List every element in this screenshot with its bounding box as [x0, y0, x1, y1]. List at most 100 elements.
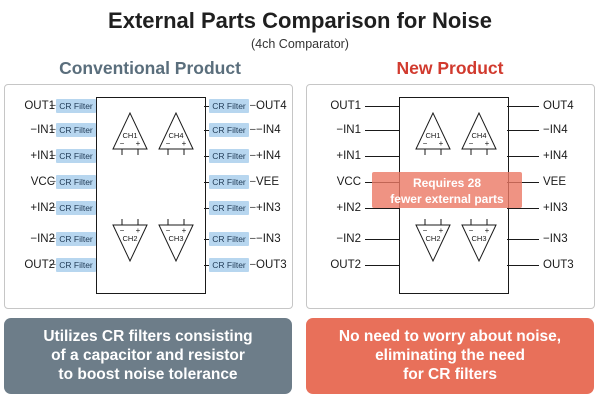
- connector-dash: –: [250, 150, 256, 161]
- pin-label: VEE: [543, 176, 567, 188]
- conventional-caption: Utilizes CR filters consisting of a capa…: [4, 318, 292, 394]
- cr-filter-box: CR Filter: [56, 123, 96, 137]
- pin-label: OUT4: [543, 100, 574, 112]
- new-product-caption: No need to worry about noise, eliminatin…: [306, 318, 594, 394]
- cr-filter-box: CR Filter: [56, 149, 96, 163]
- comparator-triangle: [112, 111, 148, 150]
- pin-wire: [204, 106, 209, 107]
- caption-line: eliminating the need: [375, 347, 525, 364]
- pin-wire: [204, 265, 209, 266]
- channel-label: CH2: [122, 234, 137, 243]
- pin-label: −IN2: [336, 233, 361, 245]
- conventional-heading: Conventional Product: [59, 58, 241, 78]
- input-sign: −: [423, 139, 428, 148]
- comparator-triangle: [158, 111, 194, 150]
- pin-label: −IN1: [30, 124, 55, 136]
- pin-label: −IN3: [256, 233, 281, 245]
- connector-dash: –: [250, 176, 256, 187]
- pin-wire: [204, 182, 209, 183]
- connector-dash: –: [250, 124, 256, 135]
- comparator-amplifiers: CH1−+CH4−+CH2−+CH3−+: [112, 111, 194, 263]
- pin-label: +IN3: [543, 202, 568, 214]
- channel-label: CH1: [122, 131, 137, 140]
- channel-label: CH1: [425, 131, 440, 140]
- pin-wire: [507, 130, 539, 131]
- comparator-triangle: [112, 224, 148, 263]
- input-sign: +: [439, 139, 444, 148]
- connector-dash: –: [50, 202, 56, 213]
- pin-label: +IN4: [543, 150, 568, 162]
- caption-line: to boost noise tolerance: [58, 366, 238, 383]
- pin-label: −IN4: [256, 124, 281, 136]
- input-sign: −: [166, 226, 171, 235]
- cr-filter-box: CR Filter: [209, 149, 249, 163]
- pin-label: OUT1: [24, 100, 55, 112]
- comparator-amplifiers: CH1−+CH4−+CH2−+CH3−+: [415, 111, 497, 263]
- pin-label: +IN2: [30, 202, 55, 214]
- input-sign: +: [485, 226, 490, 235]
- callout-line-1: Requires 28: [412, 176, 482, 190]
- pin-label: −IN1: [336, 124, 361, 136]
- pin-wire: [365, 156, 399, 157]
- pin-wire: [365, 208, 399, 209]
- input-sign: +: [136, 226, 141, 235]
- pin-label: OUT1: [330, 100, 361, 112]
- pin-label: OUT3: [256, 259, 287, 271]
- input-sign: +: [182, 226, 187, 235]
- pin-label: +IN4: [256, 150, 281, 162]
- input-sign: +: [439, 226, 444, 235]
- comparator-triangle: [461, 111, 497, 150]
- cr-filter-box: CR Filter: [209, 258, 249, 272]
- pin-wire: [507, 265, 539, 266]
- fewer-parts-callout: Requires 28 fewer external parts: [372, 172, 522, 208]
- page-subtitle: (4ch Comparator): [251, 37, 349, 51]
- comparator-triangle: [461, 224, 497, 263]
- input-sign: +: [182, 139, 187, 148]
- pin-wire: [507, 208, 539, 209]
- caption-line: Utilizes CR filters consisting: [43, 328, 253, 345]
- pin-label: −IN3: [543, 233, 568, 245]
- cr-filter-box: CR Filter: [56, 232, 96, 246]
- connector-dash: –: [250, 100, 256, 111]
- channel-label: CH2: [425, 234, 440, 243]
- comparator-triangle: [415, 111, 451, 150]
- cr-filter-box: CR Filter: [56, 201, 96, 215]
- callout-line-2: fewer external parts: [390, 192, 504, 206]
- page-title: External Parts Comparison for Noise: [108, 8, 492, 33]
- caption-line: for CR filters: [403, 366, 497, 383]
- pin-wire: [507, 182, 539, 183]
- input-sign: +: [485, 139, 490, 148]
- cr-filter-box: CR Filter: [209, 232, 249, 246]
- input-sign: −: [469, 139, 474, 148]
- new-product-heading: New Product: [396, 58, 504, 78]
- pin-label: OUT3: [543, 259, 574, 271]
- pin-wire: [365, 239, 399, 240]
- cr-filter-box: CR Filter: [56, 175, 96, 189]
- caption-line: No need to worry about noise,: [338, 328, 562, 345]
- pin-label: −IN2: [30, 233, 55, 245]
- cr-filter-box: CR Filter: [209, 201, 249, 215]
- connector-dash: –: [250, 259, 256, 270]
- pin-wire: [204, 208, 209, 209]
- connector-dash: –: [50, 100, 56, 111]
- comparator-triangle: [158, 224, 194, 263]
- pin-wire: [365, 265, 399, 266]
- pin-label: OUT2: [24, 259, 55, 271]
- pin-label: +IN1: [30, 150, 55, 162]
- chip-body: [96, 97, 206, 294]
- channel-label: CH4: [471, 131, 486, 140]
- pin-label: OUT4: [256, 100, 287, 112]
- pin-wire: [507, 239, 539, 240]
- pin-label: VCC: [30, 176, 55, 188]
- cr-filter-box: CR Filter: [209, 123, 249, 137]
- pin-label: VEE: [256, 176, 280, 188]
- channel-label: CH4: [168, 131, 183, 140]
- pin-wire: [507, 156, 539, 157]
- input-sign: −: [166, 139, 171, 148]
- channel-label: CH3: [168, 234, 183, 243]
- pin-wire: [365, 130, 399, 131]
- pin-wire: [204, 130, 209, 131]
- connector-dash: –: [250, 202, 256, 213]
- connector-dash: –: [50, 150, 56, 161]
- channel-label: CH3: [471, 234, 486, 243]
